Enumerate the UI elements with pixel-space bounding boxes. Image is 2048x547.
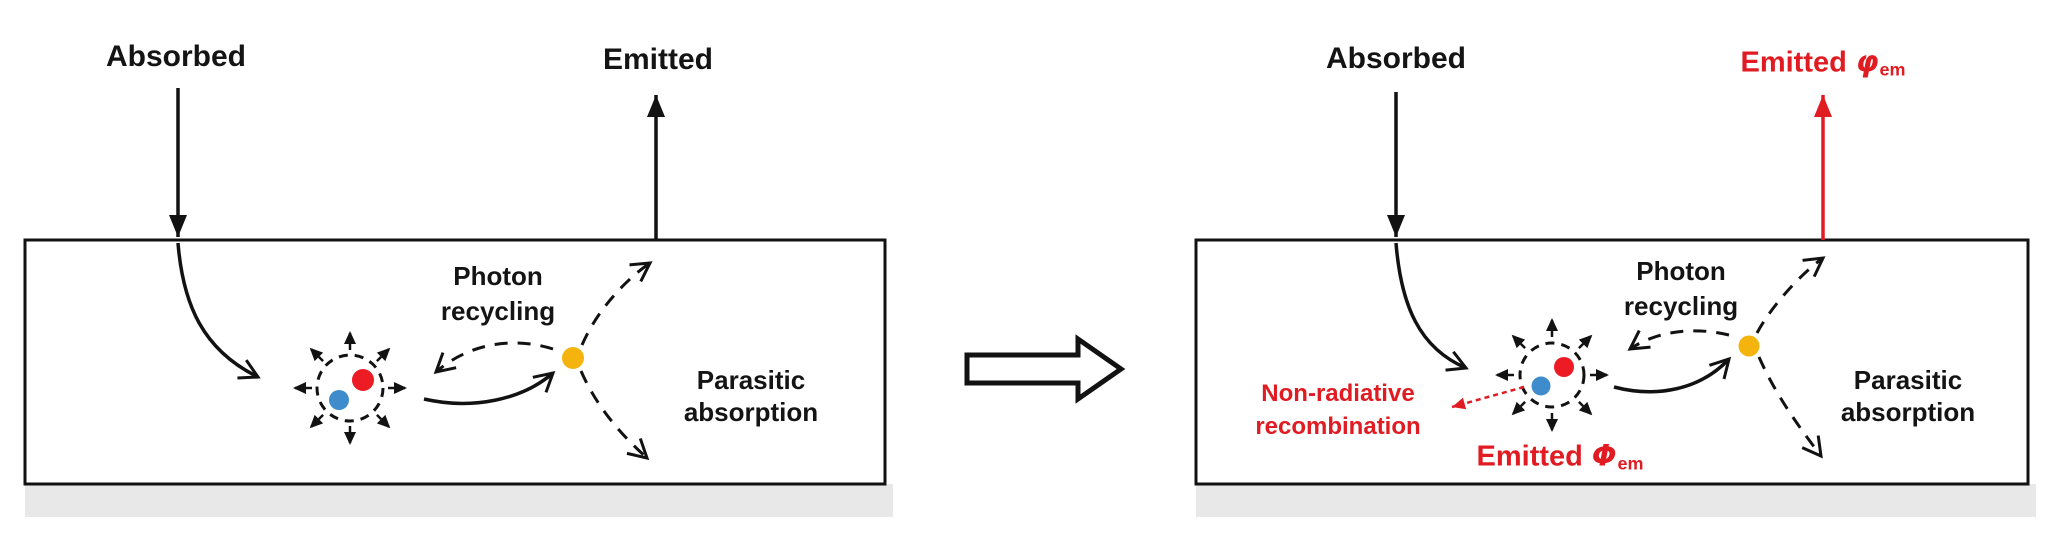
phi-symbol: Φ bbox=[1591, 438, 1617, 473]
photon-recycling-label-left: Photon recycling bbox=[441, 259, 555, 329]
photon-escape-curve-right bbox=[1755, 256, 1826, 334]
emitted-prefix: Emitted bbox=[1476, 440, 1583, 473]
emission-curve-left bbox=[423, 370, 556, 406]
incoming-light-curve-left bbox=[176, 242, 261, 380]
photon-escape-curve-left bbox=[580, 261, 653, 346]
parasitic-line2: absorption bbox=[683, 397, 819, 427]
emitter-shell bbox=[315, 353, 385, 423]
non-radiative-line2: recombination bbox=[1255, 413, 1421, 440]
substrate-bar-right bbox=[1196, 484, 2036, 517]
emitter-shell bbox=[1518, 341, 1586, 409]
transform-arrow bbox=[964, 334, 1126, 404]
hole-blue-dot bbox=[1531, 376, 1551, 396]
parasitic-absorption-label-left: Parasitic absorption bbox=[684, 364, 818, 428]
parasitic-absorption-label-right: Parasitic absorption bbox=[1841, 364, 1975, 428]
parasitic-line1: Parasitic bbox=[1853, 365, 1963, 395]
incoming-light-curve-right bbox=[1394, 242, 1469, 372]
absorber-box-right bbox=[1194, 238, 2030, 486]
photon-dot-left bbox=[562, 347, 584, 369]
hole-blue-dot bbox=[329, 390, 349, 410]
photon-dot-right bbox=[1738, 335, 1760, 357]
reabsorption-curve-right bbox=[1627, 329, 1730, 351]
isotropic-emission-rays bbox=[293, 331, 407, 445]
substrate-bar-left bbox=[25, 484, 893, 517]
emission-curve-right bbox=[1613, 356, 1732, 394]
emitter-icon-left bbox=[293, 331, 407, 445]
electron-red-dot bbox=[1554, 357, 1574, 377]
parasitic-line1: Parasitic bbox=[696, 365, 806, 395]
photon-recycling-line2: recycling bbox=[1623, 291, 1739, 321]
phi-symbol: φ bbox=[1855, 44, 1879, 79]
emitter-icon-right bbox=[1495, 318, 1609, 432]
absorbed-label-right: Absorbed bbox=[1325, 42, 1467, 75]
phi-subscript: em bbox=[1617, 453, 1644, 474]
non-radiative-arrow bbox=[1451, 385, 1525, 410]
emitted-prefix: Emitted bbox=[1740, 46, 1847, 79]
parasitic-absorption-curve-left bbox=[579, 370, 650, 461]
non-radiative-line1: Non-radiative bbox=[1261, 380, 1415, 407]
photon-recycling-line1: Photon bbox=[453, 261, 543, 291]
non-radiative-label: Non-radiative recombination bbox=[1255, 377, 1420, 443]
phi-subscript: em bbox=[1879, 59, 1906, 80]
photon-recycling-line1: Photon bbox=[1636, 256, 1726, 286]
emitted-label-left: Emitted bbox=[602, 43, 714, 76]
photon-recycling-line2: recycling bbox=[440, 296, 556, 326]
electron-red-dot bbox=[352, 369, 374, 391]
isotropic-emission-rays bbox=[1495, 318, 1609, 432]
photon-recycling-label-right: Photon recycling bbox=[1624, 254, 1738, 324]
parasitic-line2: absorption bbox=[1840, 397, 1976, 427]
absorbed-label-left: Absorbed bbox=[105, 40, 247, 73]
